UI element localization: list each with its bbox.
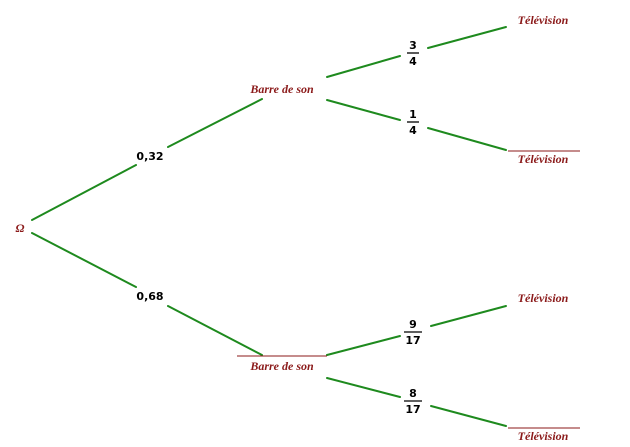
fraction-numerator: 1 [409, 108, 417, 121]
branch-not-barre-de-son-to-television [326, 335, 401, 356]
branches [31, 26, 507, 427]
fraction-denominator: 17 [405, 334, 420, 347]
fraction-one-quarter: 1 4 [407, 108, 419, 137]
probabilities: 0,32 0,68 3 4 1 4 9 17 8 17 [136, 39, 422, 416]
node-not-television: Télévision [518, 152, 569, 166]
fraction-numerator: 8 [409, 387, 417, 400]
fraction-numerator: 3 [409, 39, 417, 52]
fraction-three-quarters: 3 4 [407, 39, 419, 68]
branch-not-barre-de-son-to-television [430, 305, 507, 327]
fraction-denominator: 4 [409, 124, 417, 137]
fraction-denominator: 17 [405, 403, 420, 416]
fraction-denominator: 4 [409, 55, 417, 68]
branch-barre-de-son-to-television [427, 26, 507, 49]
branch-not-barre-de-son-to-not-television [326, 377, 401, 398]
node-television: Télévision [518, 13, 569, 27]
branch-root-to-barre-de-son [167, 98, 263, 148]
branch-root-to-not-barre-de-son [31, 232, 137, 288]
branch-root-to-barre-de-son [31, 164, 137, 221]
node-not-television: Télévision [518, 429, 569, 443]
probability-label: 0,68 [136, 290, 163, 303]
branch-barre-de-son-to-not-television [326, 99, 401, 121]
branch-barre-de-son-to-not-television [427, 127, 507, 151]
fraction-nine-seventeenths: 9 17 [404, 318, 422, 347]
node-barre-de-son: Barre de son [249, 82, 314, 96]
node-television: Télévision [518, 291, 569, 305]
node-not-barre-de-son: Barre de son [249, 359, 314, 373]
fraction-numerator: 9 [409, 318, 417, 331]
branch-not-barre-de-son-to-not-television [430, 405, 507, 427]
fraction-eight-seventeenths: 8 17 [404, 387, 422, 416]
branch-barre-de-son-to-television [326, 55, 401, 78]
root-omega-label: Ω [16, 221, 25, 235]
branch-root-to-not-barre-de-son [167, 305, 263, 356]
probability-label: 0,32 [136, 150, 163, 163]
nodes: Ω Barre de son Barre de son Télévision T… [16, 13, 580, 443]
